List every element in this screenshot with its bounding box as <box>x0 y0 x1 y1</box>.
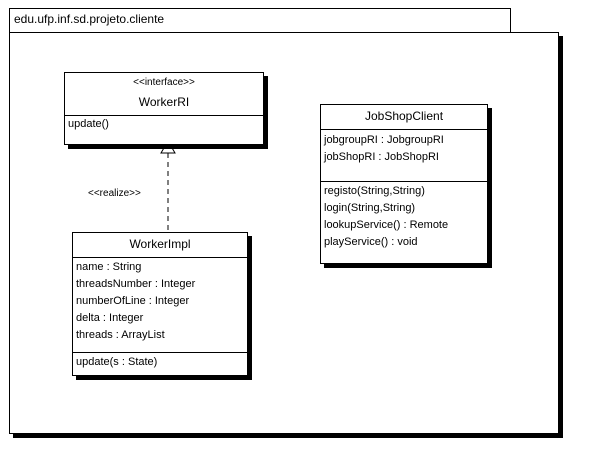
workerri-method: update() <box>68 118 109 130</box>
workerimpl-attribute: threads : ArrayList <box>76 329 165 341</box>
jobshopclient-name: JobShopClient <box>364 109 444 123</box>
workerimpl-attributes-compartment: name : String threadsNumber : Integer nu… <box>73 257 247 352</box>
workerimpl-attribute: name : String <box>76 261 142 273</box>
workerri-stereotype: <<interface>> <box>133 77 195 88</box>
workerimpl-name: WorkerImpl <box>129 237 191 251</box>
class-workerimpl[interactable]: WorkerImpl name : String threadsNumber :… <box>72 232 248 376</box>
jobshopclient-method: lookupService() : Remote <box>324 219 449 231</box>
package-name: edu.ufp.inf.sd.projeto.cliente <box>14 12 165 26</box>
package-tab[interactable]: edu.ufp.inf.sd.projeto.cliente <box>9 8 511 33</box>
jobshopclient-method: playService() : void <box>324 236 418 248</box>
workerri-methods-compartment: update() <box>65 115 263 133</box>
jobshopclient-attribute: jobgroupRI : JobgroupRI <box>324 134 444 146</box>
workerimpl-attribute: delta : Integer <box>76 312 144 324</box>
workerimpl-attribute: threadsNumber : Integer <box>76 278 196 290</box>
class-workerri[interactable]: <<interface>> WorkerRI update() <box>64 72 264 145</box>
jobshopclient-methods-compartment: registo(String,String) login(String,Stri… <box>321 181 487 251</box>
workerri-name: WorkerRI <box>138 95 190 109</box>
workerimpl-methods-compartment: update(s : State) <box>73 352 247 371</box>
realize-label: <<realize>> <box>88 188 141 199</box>
jobshopclient-attributes-compartment: jobgroupRI : JobgroupRI jobShopRI : JobS… <box>321 129 487 181</box>
class-jobshopclient[interactable]: JobShopClient jobgroupRI : JobgroupRI jo… <box>320 104 488 264</box>
workerimpl-attribute: numberOfLine : Integer <box>76 295 190 307</box>
package-shadow-bottom <box>13 434 563 438</box>
jobshopclient-method: login(String,String) <box>324 202 416 214</box>
package-shadow-right <box>559 36 563 438</box>
jobshopclient-attribute: jobShopRI : JobShopRI <box>324 151 439 163</box>
workerimpl-method: update(s : State) <box>76 356 158 368</box>
jobshopclient-method: registo(String,String) <box>324 185 425 197</box>
